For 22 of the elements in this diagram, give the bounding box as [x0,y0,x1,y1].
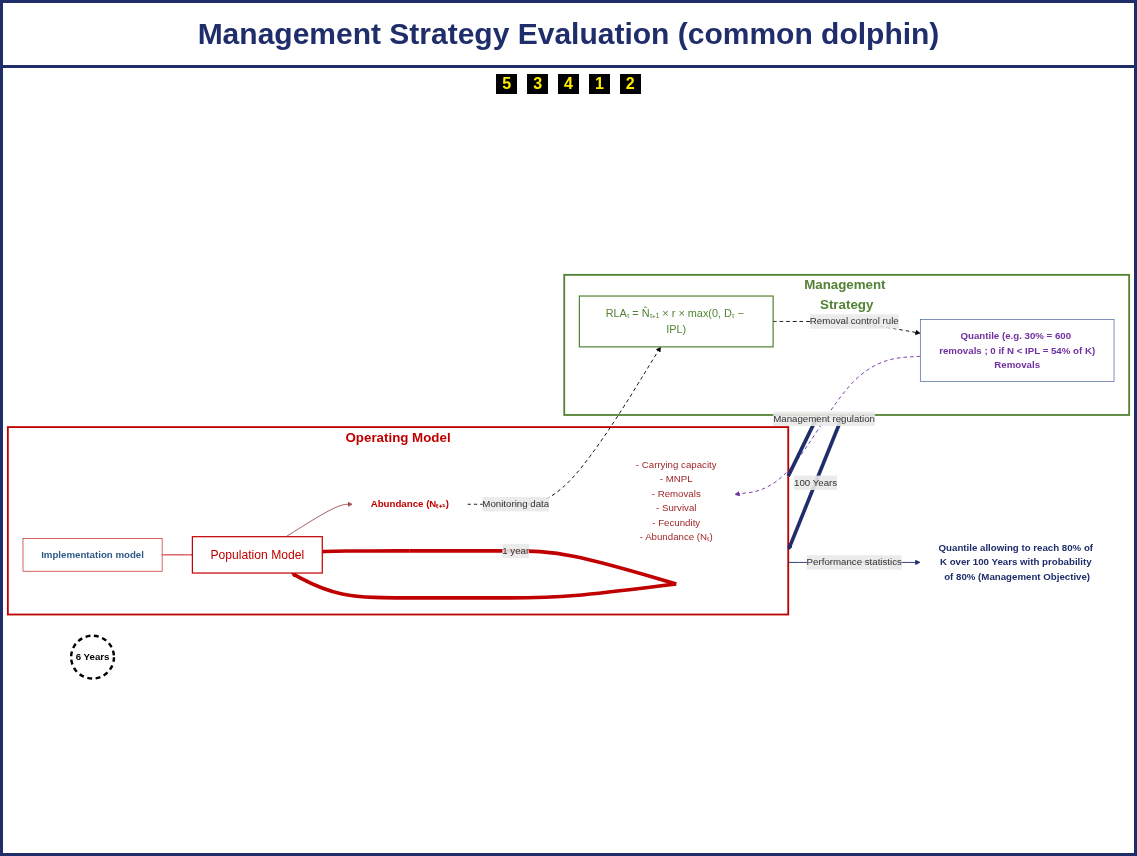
edge-label: 100 Years [794,476,838,488]
node-text: - Carrying capacity - MNPL - Removals - Survival - Fecundity - Abundance (Nₜ) [635,458,717,542]
node-circle: 6 Years [69,634,116,680]
callout-number: 4 [558,74,579,94]
diagram-title: Management Strategy Evaluation (common dolphin) [3,3,1134,68]
edge-label: Management regulation [773,413,875,424]
node-box: RLAₜ = N̂ₜ₊₁ × r × max(0, Dₜ − IPL) [578,295,774,348]
node-box: Implementation model [22,538,163,572]
callout-number: 3 [527,74,549,94]
arrow [290,548,677,600]
node-box: Population Model [191,535,323,574]
edge-label: 1 year [502,545,530,556]
node-text: Abundance (Nₜ₊₁) [370,498,450,509]
connector [161,554,193,556]
edge-label: Performance statistics [806,556,902,568]
node-box: Quantile (e.g. 30% = 600 removals ; 0 if N < IPL = 54% of K) Removals [919,319,1115,382]
edge-label: Removal control rule [809,315,899,327]
callout-number: 2 [619,74,641,94]
edge-label: Monitoring data [482,498,550,509]
callout-number: 5 [496,74,518,94]
callout-number: 1 [588,74,610,94]
node-text: Quantile allowing to reach 80% of K over 100 Years with probability of 80% (Management Objective) [938,542,1094,582]
